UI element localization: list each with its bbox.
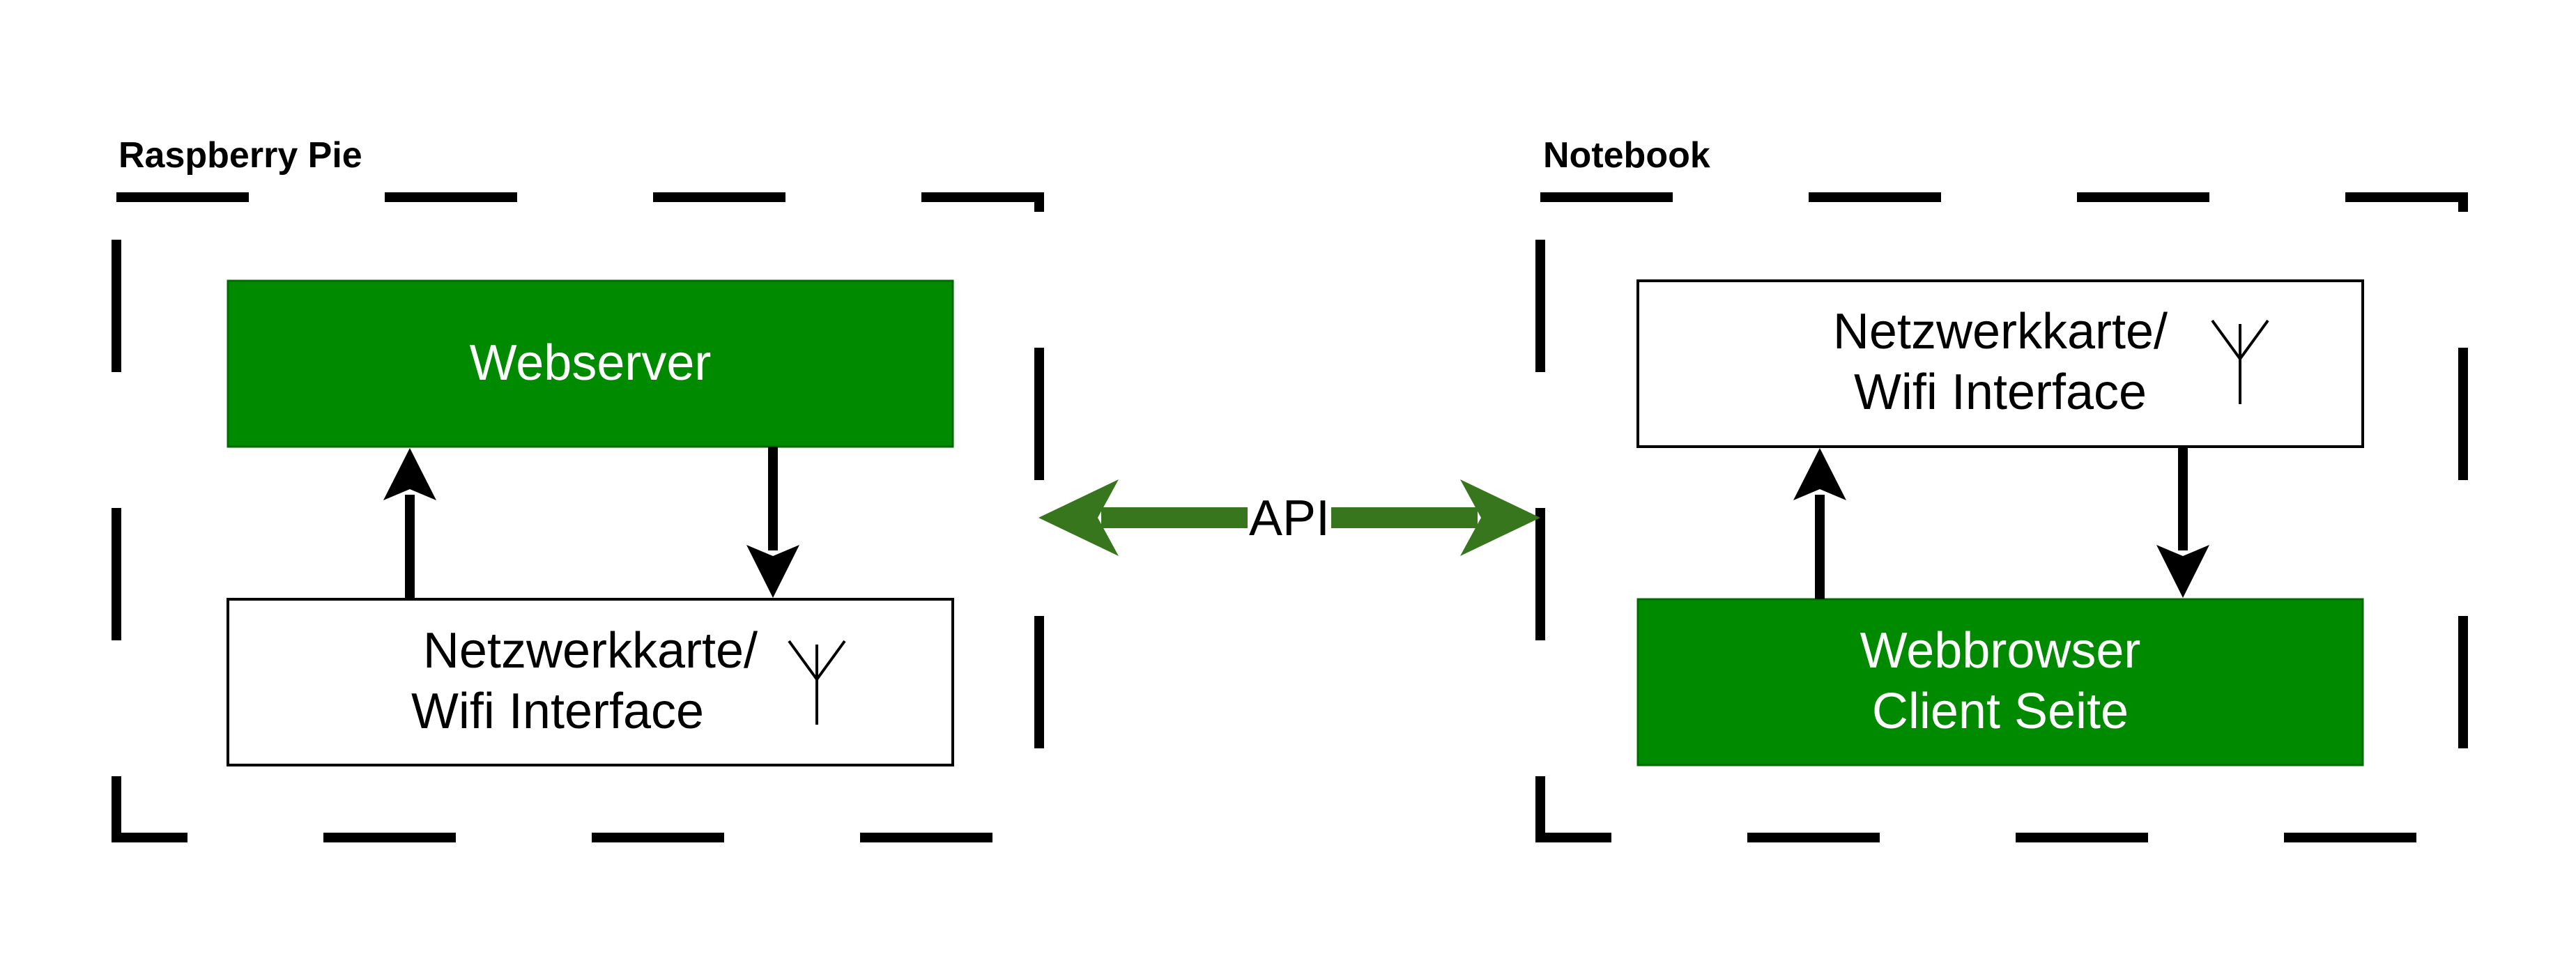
webbrowser-box bbox=[1636, 598, 2364, 766]
left-arrow-down bbox=[746, 447, 799, 598]
right-arrow-up bbox=[1793, 448, 1846, 599]
group-notebook: Notebook Netzwerkkarte/ Wifi Interface W… bbox=[1535, 135, 2468, 842]
antenna-icon bbox=[2211, 319, 2269, 404]
left-nic-label-line1: Netzwerkkarte/ bbox=[423, 623, 758, 679]
right-nic-box bbox=[1636, 279, 2364, 448]
left-nic-node: Netzwerkkarte/ Wifi Interface bbox=[227, 598, 954, 766]
webserver-box bbox=[227, 279, 954, 448]
group-label-raspberry-pie: Raspberry Pie bbox=[118, 135, 362, 176]
left-arrow-up bbox=[383, 448, 436, 599]
right-nic-node: Netzwerkkarte/ Wifi Interface bbox=[1636, 279, 2364, 448]
webserver-label: Webserver bbox=[470, 335, 712, 391]
group-raspberry-pie: Raspberry Pie Webserver Netzwerkkarte/ W… bbox=[112, 135, 1044, 842]
right-arrow-down bbox=[2156, 447, 2209, 598]
webbrowser-label-line2: Client Seite bbox=[1872, 684, 2129, 739]
group-border-raspberry-pie bbox=[112, 192, 1044, 842]
api-label: API bbox=[1249, 491, 1330, 546]
group-label-notebook: Notebook bbox=[1543, 135, 1710, 176]
right-nic-label-line2: Wifi Interface bbox=[1854, 364, 2147, 420]
webbrowser-node: Webbrowser Client Seite bbox=[1636, 598, 2364, 766]
right-nic-label-line1: Netzwerkkarte/ bbox=[1833, 304, 2168, 360]
api-arrowhead-right bbox=[1460, 479, 1540, 556]
webserver-node: Webserver bbox=[227, 279, 954, 448]
webbrowser-label-line1: Webbrowser bbox=[1860, 623, 2141, 679]
left-nic-box bbox=[227, 598, 954, 766]
antenna-icon bbox=[788, 640, 846, 725]
group-border-notebook bbox=[1535, 192, 2468, 842]
left-nic-label-line2: Wifi Interface bbox=[411, 684, 704, 739]
api-connector: API bbox=[1038, 479, 1540, 556]
api-arrowhead-left bbox=[1038, 479, 1119, 556]
